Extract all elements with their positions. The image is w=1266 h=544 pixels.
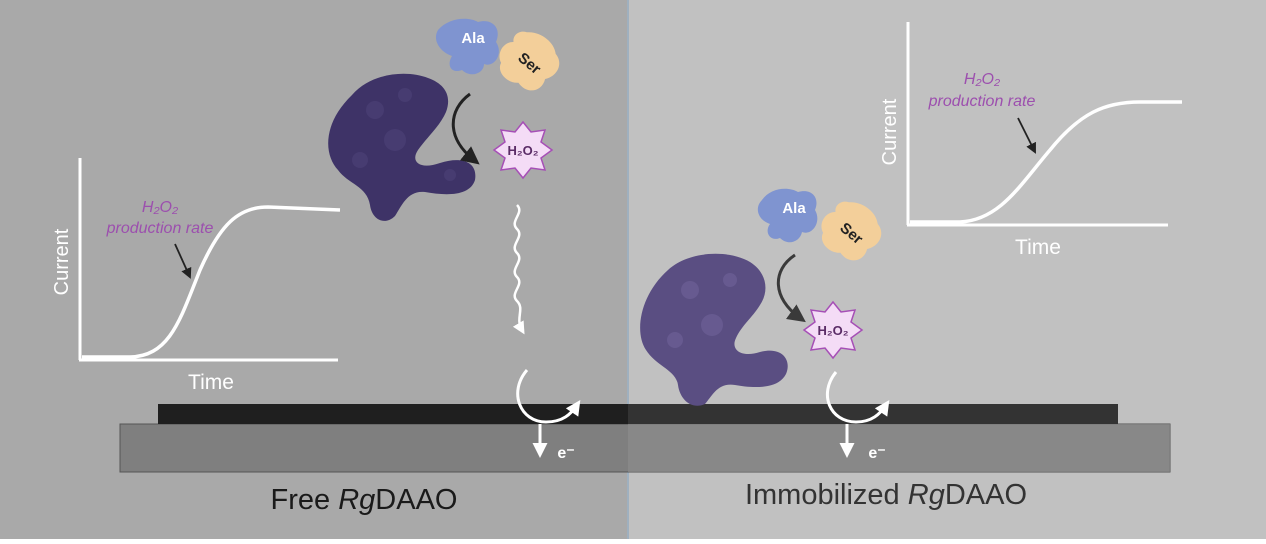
left-graph-annotation-line2: production rate [106, 220, 214, 237]
left-current-graph: Current Time H₂O₂ production rate [51, 158, 341, 394]
right-ala-molecule: Ala [757, 188, 818, 243]
left-ala-molecule: Ala [435, 18, 499, 75]
right-graph-annotation-line2: production rate [928, 93, 1036, 110]
right-panel-caption: Immobilized RgDAAO [745, 479, 1027, 511]
right-reaction-arrow [776, 253, 806, 323]
right-graph-curve [910, 100, 1182, 224]
left-ser-molecule: Ser [499, 31, 560, 91]
left-panel-caption: Free RgDAAO [271, 484, 458, 516]
right-graph-xlabel: Time [1015, 236, 1061, 259]
left-ala-label: Ala [461, 30, 485, 47]
left-electron-label: e⁻ [557, 445, 574, 462]
right-h2o2-label: H₂O₂ [817, 323, 848, 338]
right-h2o2-badge: H₂O₂ [802, 300, 864, 360]
left-graph-ylabel: Current [51, 228, 73, 295]
left-diffusion-squiggle [512, 204, 525, 335]
right-electron-label: e⁻ [868, 445, 885, 462]
right-ser-molecule: Ser [821, 201, 882, 261]
right-current-graph: Current Time H₂O₂ production rate [879, 22, 1182, 259]
left-graph-curve [82, 205, 341, 359]
right-graph-annotation-line1: H₂O₂ [964, 71, 1000, 88]
left-graph-annotation-line1: H₂O₂ [142, 199, 178, 216]
electrode-top-layer-right-tint [628, 404, 1118, 424]
left-electron-transfer: e⁻ [516, 369, 581, 462]
left-reaction-arrow [451, 92, 480, 165]
left-graph-annotation-arrow [174, 243, 192, 279]
left-graph-xlabel: Time [188, 371, 234, 394]
free-enzyme-icon [328, 73, 476, 221]
immobilized-enzyme-icon [640, 253, 788, 406]
right-ala-label: Ala [782, 200, 806, 217]
right-graph-ylabel: Current [879, 98, 901, 165]
left-h2o2-label: H₂O₂ [507, 143, 538, 158]
right-graph-annotation-arrow [1017, 117, 1036, 154]
electrode-base-right-tint [628, 424, 1170, 472]
right-electron-transfer: e⁻ [825, 371, 890, 462]
left-h2o2-badge: H₂O₂ [492, 120, 554, 180]
